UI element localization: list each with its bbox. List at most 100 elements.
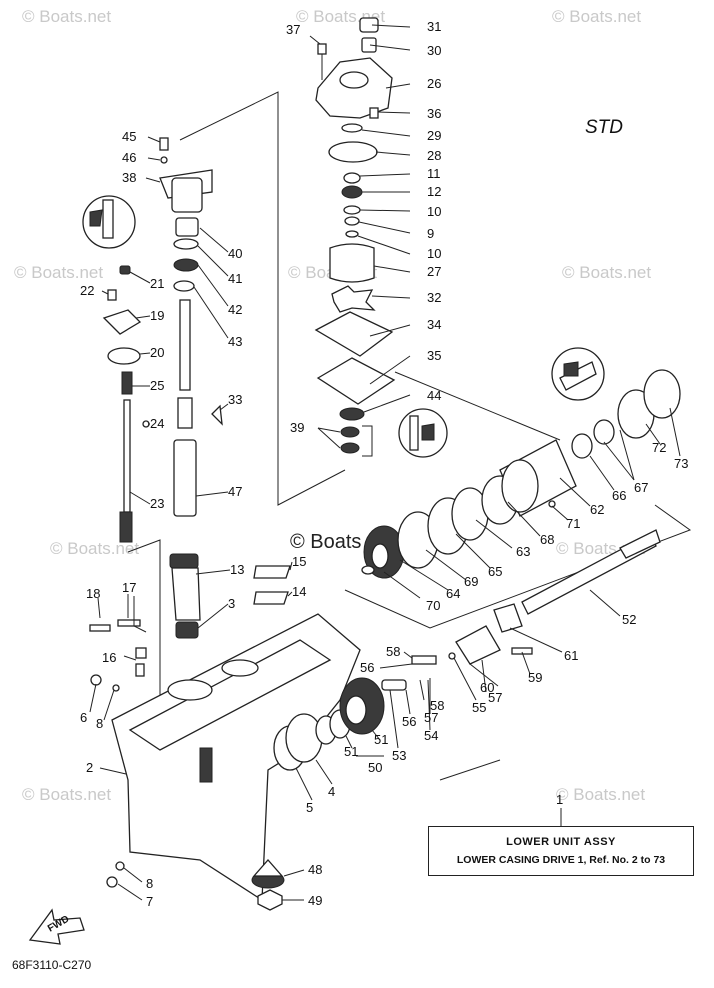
callout: 3 bbox=[228, 596, 235, 611]
callout: 4 bbox=[328, 784, 335, 799]
callout: 8 bbox=[96, 716, 103, 731]
leader-lines bbox=[89, 24, 681, 901]
callout: 21 bbox=[150, 276, 164, 291]
callout: 26 bbox=[427, 76, 441, 91]
callout: 29 bbox=[427, 128, 441, 143]
callout: 16 bbox=[102, 650, 116, 665]
callout: 51 bbox=[344, 744, 358, 759]
callout: 57 bbox=[488, 690, 502, 705]
variant-label: STD bbox=[585, 117, 623, 138]
callout: 17 bbox=[122, 580, 136, 595]
callout: 20 bbox=[150, 345, 164, 360]
callout: 31 bbox=[427, 19, 441, 34]
callout: 23 bbox=[150, 496, 164, 511]
callout: 54 bbox=[424, 728, 438, 743]
callout: 10 bbox=[427, 246, 441, 261]
callout: 70 bbox=[426, 598, 440, 613]
watermark: © Boats.net bbox=[562, 263, 651, 282]
detail-callouts bbox=[362, 347, 605, 458]
reverse-gear-group bbox=[361, 369, 681, 579]
lower-casing bbox=[89, 596, 361, 902]
callout: 58 bbox=[386, 644, 400, 659]
assembly-subtitle: LOWER CASING DRIVE 1, Ref. No. 2 to 73 bbox=[456, 854, 666, 866]
callout: 38 bbox=[122, 170, 136, 185]
callout: 24 bbox=[150, 416, 164, 431]
callout: 28 bbox=[427, 148, 441, 163]
assembly-info-box: LOWER UNIT ASSY LOWER CASING DRIVE 1, Re… bbox=[428, 826, 694, 876]
callout: 2 bbox=[86, 760, 93, 775]
callout-numbers: 37 31 30 26 36 29 28 11 12 10 9 10 27 32… bbox=[80, 19, 688, 909]
callout: 72 bbox=[652, 440, 666, 455]
watermark: © Boats.net bbox=[22, 7, 111, 26]
callout: 42 bbox=[228, 302, 242, 317]
callout: 66 bbox=[612, 488, 626, 503]
callout: 14 bbox=[292, 584, 306, 599]
callout: 52 bbox=[622, 612, 636, 627]
callout: 47 bbox=[228, 484, 242, 499]
callout: 32 bbox=[427, 290, 441, 305]
callout: 65 bbox=[488, 564, 502, 579]
water-pump-group bbox=[314, 17, 396, 454]
callout: 5 bbox=[306, 800, 313, 815]
callout: 71 bbox=[566, 516, 580, 531]
watermarks: © Boats.net © Boats.net © Boats.net © Bo… bbox=[14, 7, 651, 804]
callout: 64 bbox=[446, 586, 460, 601]
callout: 30 bbox=[427, 43, 441, 58]
callout: 57 bbox=[424, 710, 438, 725]
callout: 11 bbox=[427, 166, 441, 181]
callout: 37 bbox=[286, 22, 300, 37]
callout: 35 bbox=[427, 348, 441, 363]
callout: 48 bbox=[308, 862, 322, 877]
drive-shaft-group bbox=[159, 137, 223, 517]
callout: 7 bbox=[146, 894, 153, 909]
shift-rod-group bbox=[82, 195, 150, 543]
callout: 13 bbox=[230, 562, 244, 577]
callout: 6 bbox=[80, 710, 87, 725]
assembly-number: 1 bbox=[556, 792, 563, 807]
callout: 67 bbox=[634, 480, 648, 495]
watermark: © Boats.net bbox=[556, 785, 645, 804]
pinion-group bbox=[251, 859, 285, 911]
callout: 56 bbox=[402, 714, 416, 729]
fwd-arrow: FWD bbox=[28, 908, 85, 945]
callout: 10 bbox=[427, 204, 441, 219]
callout: 15 bbox=[292, 554, 306, 569]
callout: 22 bbox=[80, 283, 94, 298]
callout: 50 bbox=[368, 760, 382, 775]
assembly-title: LOWER UNIT ASSY bbox=[506, 836, 616, 848]
callout: 59 bbox=[528, 670, 542, 685]
callout: 56 bbox=[360, 660, 374, 675]
callout: 33 bbox=[228, 392, 242, 407]
center-watermark: © Boats bbox=[290, 531, 361, 553]
callout: 41 bbox=[228, 271, 242, 286]
callout: 19 bbox=[150, 308, 164, 323]
callout: 61 bbox=[564, 648, 578, 663]
watermark: © Boats.net bbox=[22, 785, 111, 804]
watermark: © Boats.net bbox=[14, 263, 103, 282]
callout: 40 bbox=[228, 246, 242, 261]
callout: 62 bbox=[590, 502, 604, 517]
callout: 43 bbox=[228, 334, 242, 349]
callout: 63 bbox=[516, 544, 530, 559]
callout: 55 bbox=[472, 700, 486, 715]
forward-gear-group bbox=[273, 603, 533, 771]
diagram-code: 68F3110-C270 bbox=[12, 958, 92, 972]
callout: 39 bbox=[290, 420, 304, 435]
callout: 8 bbox=[146, 876, 153, 891]
callout: 25 bbox=[150, 378, 164, 393]
sleeve-group bbox=[169, 553, 291, 639]
callout: 36 bbox=[427, 106, 441, 121]
callout: 68 bbox=[540, 532, 554, 547]
watermark: © Boats.net bbox=[552, 7, 641, 26]
callout: 49 bbox=[308, 893, 322, 908]
callout: 12 bbox=[427, 184, 441, 199]
propeller-shaft bbox=[521, 529, 661, 615]
callout: 73 bbox=[674, 456, 688, 471]
callout: 46 bbox=[122, 150, 136, 165]
callout: 51 bbox=[374, 732, 388, 747]
callout: 58 bbox=[430, 698, 444, 713]
callout: 27 bbox=[427, 264, 441, 279]
callout: 34 bbox=[427, 317, 441, 332]
guide-lines bbox=[127, 91, 692, 781]
